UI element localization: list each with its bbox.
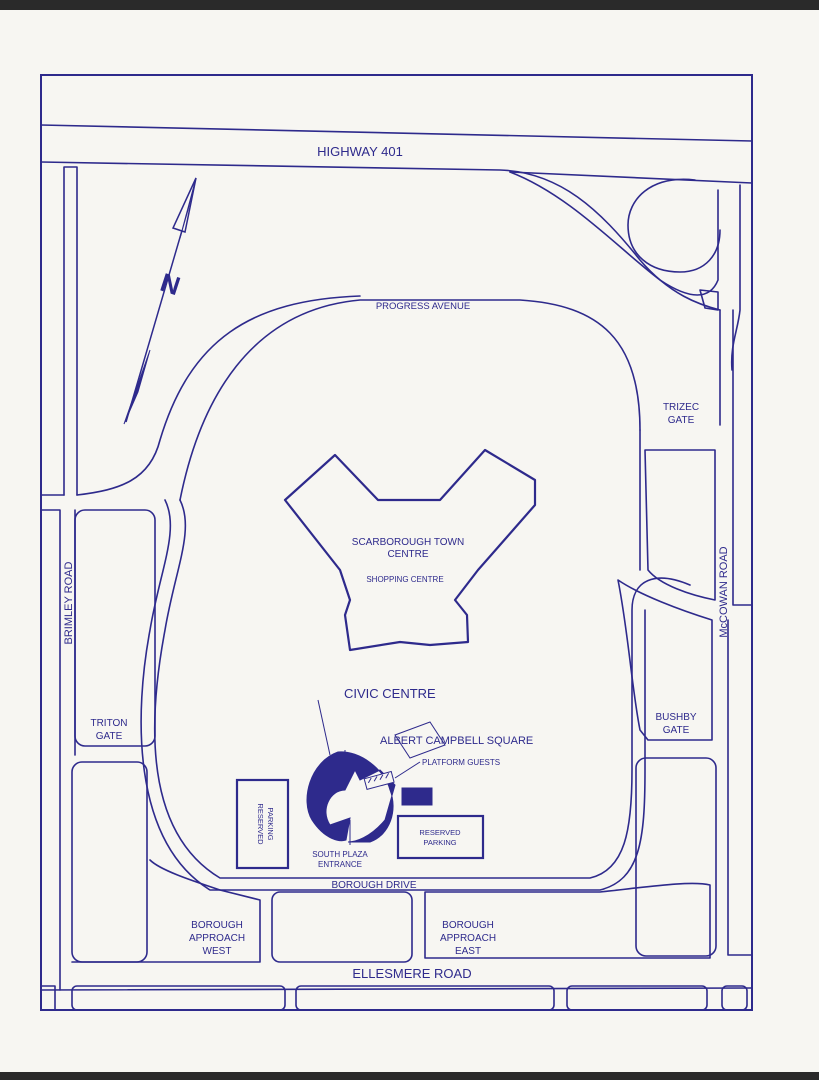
svg-text:APPROACH: APPROACH bbox=[189, 933, 245, 944]
civic-centre-building bbox=[306, 751, 396, 843]
mccowan-road-label: McCOWAN ROAD bbox=[718, 546, 730, 637]
svg-text:EAST: EAST bbox=[455, 946, 481, 957]
trizec-gate-label: TRIZEC GATE bbox=[663, 402, 699, 426]
svg-text:TRIZEC: TRIZEC bbox=[663, 402, 699, 413]
svg-text:BUSHBY: BUSHBY bbox=[655, 712, 696, 723]
borough-approach-west-label: BOROUGH APPROACH WEST bbox=[189, 920, 245, 957]
reserved-parking-south-label: RESERVED PARKING bbox=[419, 828, 461, 847]
stc-label-line1: SCARBOROUGH TOWN bbox=[352, 537, 464, 548]
reserved-parking-west-label: RESERVED PARKING bbox=[256, 803, 275, 845]
svg-text:BOROUGH: BOROUGH bbox=[442, 920, 494, 931]
svg-text:GATE: GATE bbox=[663, 725, 690, 736]
highway-401 bbox=[40, 124, 753, 311]
triton-gate-label: TRITON GATE bbox=[90, 718, 127, 742]
svg-text:RESERVED: RESERVED bbox=[419, 828, 461, 837]
svg-text:GATE: GATE bbox=[96, 731, 123, 742]
borough-approach-east-label: BOROUGH APPROACH EAST bbox=[440, 920, 496, 957]
north-arrow-letter: N bbox=[157, 267, 184, 301]
brimley-road-label: BRIMLEY ROAD bbox=[63, 561, 75, 644]
mccowan-road-lines bbox=[719, 309, 753, 956]
site-map: HIGHWAY 401 PROGRESS AVENUE BRIMLEY ROAD… bbox=[40, 74, 753, 1011]
reserved-parking-west bbox=[235, 778, 290, 870]
svg-text:GATE: GATE bbox=[668, 415, 695, 426]
civic-centre-label: CIVIC CENTRE bbox=[344, 686, 436, 701]
scarborough-town-centre-outline bbox=[283, 448, 537, 652]
progress-avenue-ring bbox=[76, 295, 641, 501]
inner-ring-road bbox=[140, 429, 691, 891]
north-arrow-icon bbox=[123, 177, 197, 425]
borough-drive-label: BOROUGH DRIVE bbox=[331, 880, 416, 891]
svg-text:SOUTH PLAZA: SOUTH PLAZA bbox=[312, 850, 368, 859]
svg-text:RESERVED: RESERVED bbox=[256, 803, 265, 845]
south-plaza-entrance-label: SOUTH PLAZA ENTRANCE bbox=[312, 850, 368, 869]
ellesmere-road-label: ELLESMERE ROAD bbox=[352, 966, 471, 981]
svg-text:TRITON: TRITON bbox=[90, 718, 127, 729]
svg-text:PARKING: PARKING bbox=[423, 838, 456, 847]
city-blocks bbox=[40, 449, 753, 1011]
svg-text:ENTRANCE: ENTRANCE bbox=[318, 860, 362, 869]
svg-text:APPROACH: APPROACH bbox=[440, 933, 496, 944]
albert-campbell-square-label: ALBERT CAMPBELL SQUARE bbox=[380, 735, 533, 747]
platform-guests-label: PLATFORM GUESTS bbox=[422, 758, 500, 767]
svg-text:WEST: WEST bbox=[203, 946, 232, 957]
progress-avenue-label: PROGRESS AVENUE bbox=[376, 301, 470, 312]
map-sheet: HIGHWAY 401 PROGRESS AVENUE BRIMLEY ROAD… bbox=[0, 10, 819, 1072]
highway-401-label: HIGHWAY 401 bbox=[317, 144, 403, 159]
civic-centre-group bbox=[306, 699, 446, 845]
svg-text:BOROUGH: BOROUGH bbox=[191, 920, 243, 931]
shopping-centre-label: SHOPPING CENTRE bbox=[366, 575, 443, 584]
stc-label-line2: CENTRE bbox=[387, 549, 428, 560]
reserved-parking-south bbox=[396, 814, 485, 860]
svg-text:PARKING: PARKING bbox=[266, 807, 275, 840]
interchange-ramps bbox=[509, 171, 741, 371]
bushby-gate-label: BUSHBY GATE bbox=[655, 712, 696, 736]
